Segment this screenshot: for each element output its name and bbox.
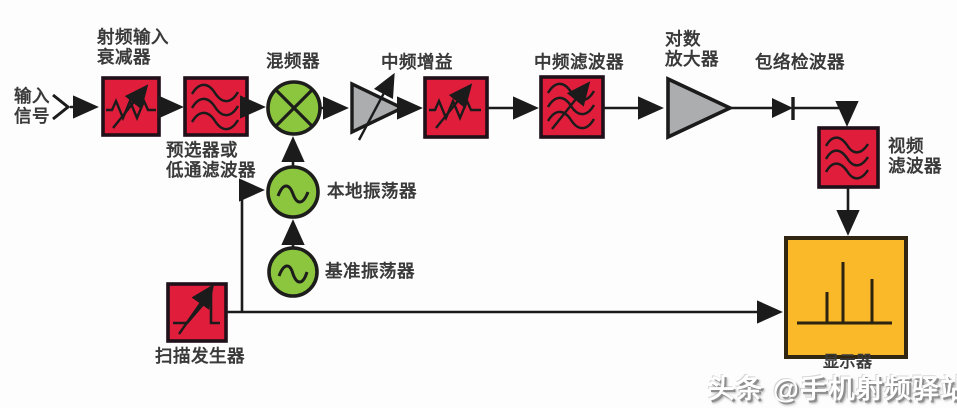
variable-attenuator-icon — [101, 76, 161, 137]
input-signal-label: 输入 信号 — [14, 86, 50, 126]
lowpass-filter-icon-2 — [817, 126, 880, 189]
ramp-generator-icon — [166, 282, 228, 343]
variable-gain-amplifier-icon — [350, 72, 406, 141]
preselector-label: 预选器或 低通滤波器 — [166, 140, 256, 180]
diode-icon — [730, 97, 795, 120]
video-filter-label: 视频 滤波器 — [888, 136, 942, 176]
log-amp-label: 对数 放大器 — [665, 29, 719, 69]
sine-oscillator-icon — [266, 165, 320, 219]
amplifier-icon — [666, 76, 735, 140]
local-oscillator-label: 本地振荡器 — [327, 181, 417, 201]
if-filter-label: 中频滤波器 — [534, 52, 624, 72]
variable-attenuator-icon-2 — [423, 76, 489, 139]
sine-oscillator-icon-2 — [267, 246, 319, 298]
tunable-filter-icon — [539, 75, 605, 139]
rf-attenuator-label: 射频输入 衰减器 — [97, 27, 169, 67]
spectrum-display-icon — [784, 236, 908, 359]
sweep-generator-label: 扫描发生器 — [155, 346, 245, 366]
reference-oscillator-label: 基准振荡器 — [325, 261, 415, 281]
if-gain-label: 中频增益 — [381, 52, 453, 72]
mixer-label: 混频器 — [266, 51, 320, 71]
connector — [793, 100, 859, 127]
watermark: 头条 @手机射频驿站 — [708, 374, 957, 404]
mixer-icon — [266, 80, 322, 136]
envelope-detector-label: 包络检波器 — [755, 52, 845, 72]
lowpass-filter-icon — [183, 76, 249, 137]
display-label: 显示器 — [823, 354, 873, 371]
input-arrow-icon — [52, 93, 99, 121]
